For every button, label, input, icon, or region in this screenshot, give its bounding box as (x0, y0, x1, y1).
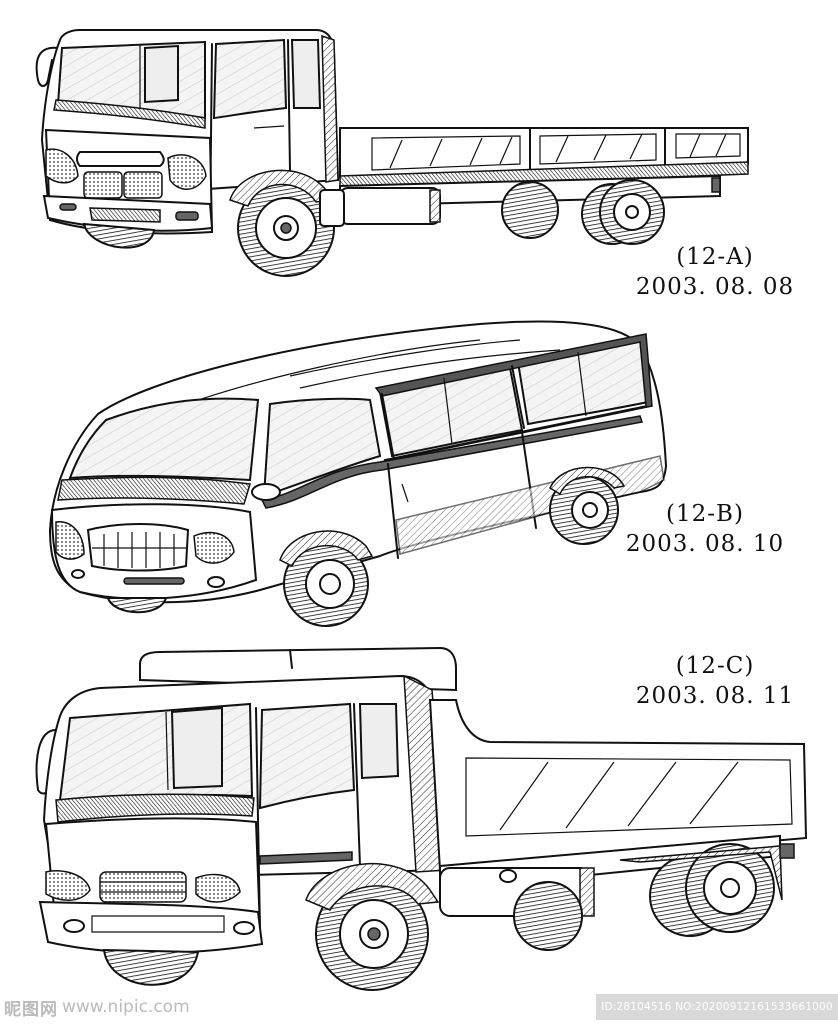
watermark-site: 昵图网 www.nipic.com (4, 994, 190, 1020)
figure-date: 2003. 08. 08 (635, 273, 795, 300)
watermark-id-bar: ID:28104516 NO:20200912161533661000 (596, 994, 838, 1020)
watermark-url: www.nipic.com (62, 997, 190, 1017)
figure-code: (12-B) (666, 501, 744, 527)
figure-code: (12-A) (676, 244, 754, 270)
watermark-id: ID:28104516 NO:20200912161533661000 (601, 1001, 833, 1013)
figure-code: (12-C) (675, 653, 755, 679)
figure-date: 2003. 08. 11 (635, 682, 795, 709)
watermark-logo: 昵图网 (4, 999, 58, 1020)
minibus-van-drawing (48, 320, 668, 627)
figure-caption-12a: (12-A) 2003. 08. 08 (610, 243, 820, 303)
figure-date: 2003. 08. 10 (625, 530, 785, 557)
dump-truck-drawing (35, 646, 808, 991)
figure-caption-12b: (12-B) 2003. 08. 10 (600, 500, 810, 560)
flatbed-truck-drawing (35, 29, 749, 277)
figure-caption-12c: (12-C) 2003. 08. 11 (610, 652, 820, 712)
